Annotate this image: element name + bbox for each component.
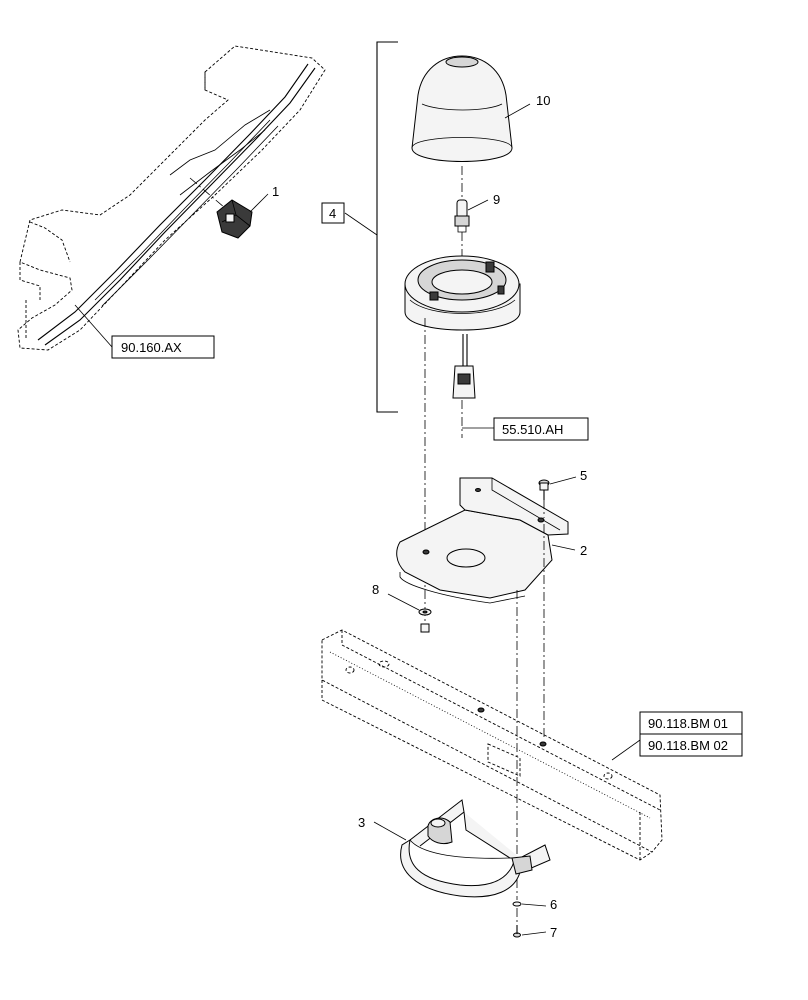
part-5-bolt (538, 479, 550, 500)
part-6-washer (512, 901, 522, 907)
callout-7: 7 (550, 925, 557, 940)
part-8-nut (418, 608, 432, 633)
leader-3 (373, 821, 407, 841)
beacon-base (404, 255, 521, 399)
callout-8: 8 (372, 582, 379, 597)
part-2-mounting-bracket (396, 477, 569, 604)
part-10-beacon-lens (411, 55, 513, 162)
callout-9: 9 (493, 192, 500, 207)
callout-4: 4 (329, 206, 336, 221)
callout-2: 2 (580, 543, 587, 558)
callout-5: 5 (580, 468, 587, 483)
callout-1: 1 (272, 184, 279, 199)
leader-10 (504, 103, 531, 119)
ref-box-bracket-2 (639, 733, 743, 757)
callout-3: 3 (358, 815, 365, 830)
part-9-bulb (454, 199, 470, 233)
leader-4 (344, 212, 378, 236)
part-1-connector (189, 177, 253, 239)
leader-1 (249, 193, 269, 213)
leader-9 (467, 199, 489, 211)
leader-7 (521, 931, 547, 936)
leader-ref-bracket (611, 739, 641, 761)
ref-roof: 90.160.AX (121, 340, 182, 355)
leader-6 (521, 903, 547, 907)
cab-roof-panel (17, 45, 326, 351)
callout-box-4 (321, 202, 345, 224)
ref-bracket-2: 90.118.BM 02 (648, 738, 728, 753)
callout-10: 10 (536, 93, 550, 108)
ref-box-harness (493, 417, 589, 441)
cab-frame-bar (321, 629, 663, 861)
part-3-guard (400, 799, 551, 898)
leader-5 (549, 476, 577, 485)
leader-2 (551, 544, 576, 551)
leader-ref-roof (74, 304, 113, 348)
group-bracket (376, 41, 398, 413)
leader-8 (387, 593, 420, 611)
ref-bracket-1: 90.118.BM 01 (648, 716, 728, 731)
part-7-screw (513, 925, 521, 938)
ref-box-roof (111, 335, 215, 359)
callout-6: 6 (550, 897, 557, 912)
ref-harness: 55.510.AH (502, 422, 563, 437)
